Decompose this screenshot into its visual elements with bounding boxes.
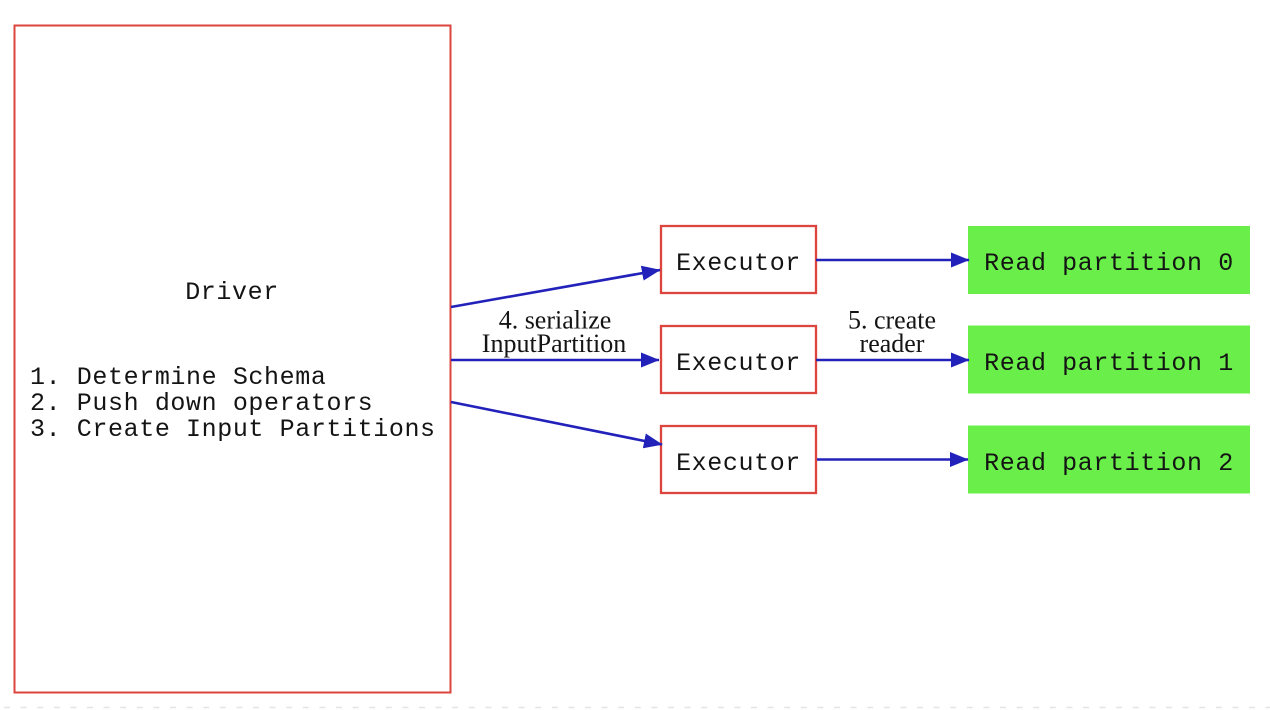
svg-text:Executor: Executor bbox=[676, 449, 801, 478]
svg-text:Driver: Driver bbox=[185, 278, 279, 307]
svg-text:2. Push down operators: 2. Push down operators bbox=[30, 389, 373, 418]
svg-text:5. create: 5. create bbox=[848, 306, 936, 335]
svg-text:reader: reader bbox=[860, 329, 925, 358]
svg-text:InputPartition: InputPartition bbox=[482, 329, 626, 358]
svg-text:4. serialize: 4. serialize bbox=[499, 306, 612, 335]
svg-text:1. Determine Schema: 1. Determine Schema bbox=[30, 363, 326, 392]
svg-text:Read partition 2: Read partition 2 bbox=[984, 449, 1234, 478]
svg-text:Read partition 0: Read partition 0 bbox=[984, 249, 1234, 278]
svg-text:Executor: Executor bbox=[676, 349, 801, 378]
svg-text:3. Create Input Partitions: 3. Create Input Partitions bbox=[30, 415, 436, 444]
svg-text:Read partition 1: Read partition 1 bbox=[984, 349, 1234, 378]
svg-text:Executor: Executor bbox=[676, 249, 801, 278]
